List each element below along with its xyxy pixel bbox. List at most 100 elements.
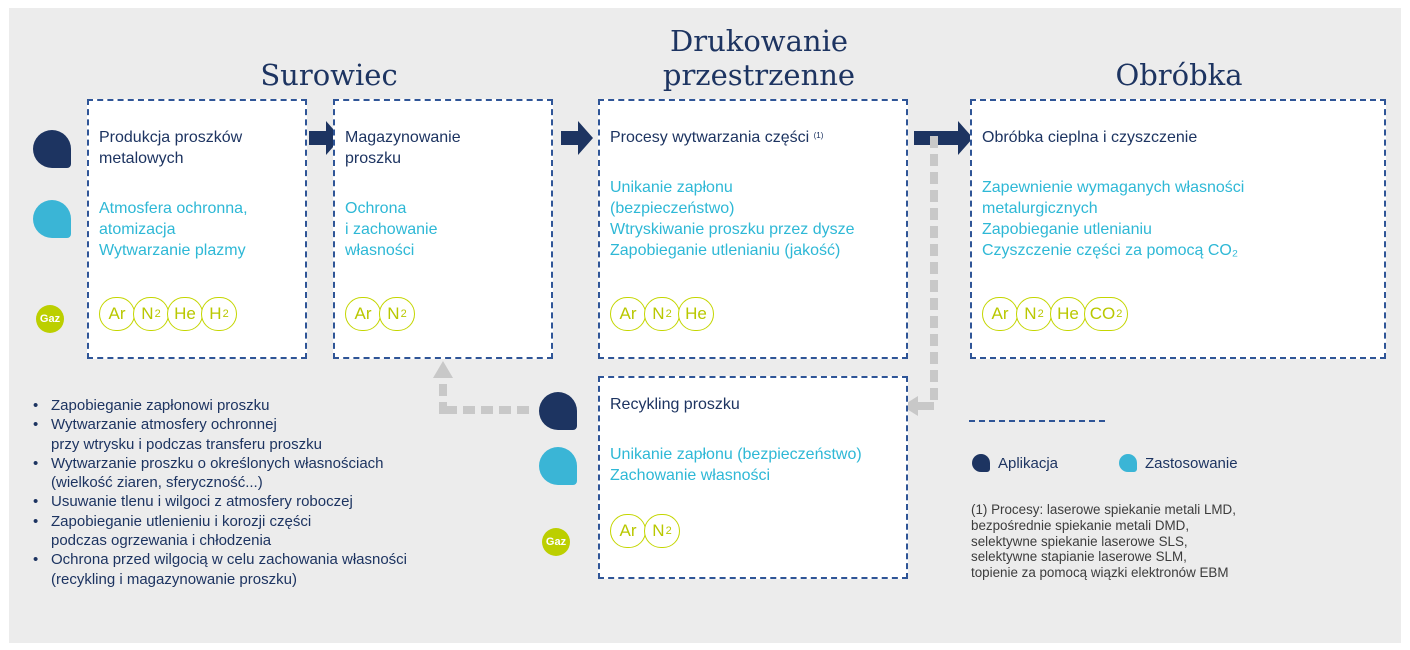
benefits-list: Zapobieganie zapłonowi proszku Wytwarzan… bbox=[33, 396, 533, 589]
heading-drukowanie: Drukowanie przestrzenne bbox=[629, 24, 889, 92]
heading-drukowanie-line2: przestrzenne bbox=[662, 58, 856, 92]
gas-subscript: 2 bbox=[665, 525, 672, 537]
gas-pill-he: He bbox=[167, 297, 203, 331]
box-title-line1: Magazynowanie bbox=[345, 129, 461, 146]
gas-subscript: 2 bbox=[400, 308, 407, 320]
box-uses: Ochrona i zachowanie własności bbox=[345, 198, 438, 261]
use-line: Unikanie zapłonu (bezpieczeństwo) bbox=[610, 446, 862, 463]
gas-symbol: Ar bbox=[108, 304, 126, 323]
use-line: i zachowanie bbox=[345, 221, 438, 238]
box-recykling-proszku: Recykling proszku Unikanie zapłonu (bezp… bbox=[598, 376, 908, 579]
heading-surowiec: Surowiec bbox=[260, 58, 398, 92]
gas-subscript: 2 bbox=[665, 308, 672, 320]
gas-pill-he: He bbox=[678, 297, 714, 331]
gas-symbol: N bbox=[141, 304, 154, 323]
use-line: Zapewnienie wymaganych własności bbox=[982, 179, 1245, 196]
use-line: Czyszczenie części za pomocą CO₂ bbox=[982, 242, 1239, 259]
recycle-arrow-up-head bbox=[433, 361, 453, 378]
gas-symbol: He bbox=[685, 304, 707, 323]
box-procesy-wytwarzania: Procesy wytwarzania części (1) Unikanie … bbox=[598, 99, 908, 359]
gaz-icon: Gaz bbox=[36, 305, 64, 333]
box-produkcja-proszkow: Produkcja proszków metalowych Atmosfera … bbox=[87, 99, 307, 359]
gas-symbol: Ar bbox=[619, 304, 637, 323]
use-line: (bezpieczeństwo) bbox=[610, 200, 735, 217]
gaz-icon: Gaz bbox=[542, 528, 570, 556]
box-title: Magazynowanie proszku bbox=[345, 127, 461, 169]
gas-symbol: Ar bbox=[354, 304, 372, 323]
footnote: (1) Procesy: laserowe spiekanie metali L… bbox=[971, 502, 1236, 581]
recycle-arrow-in-head bbox=[902, 396, 918, 416]
box-uses: Zapewnienie wymaganych własności metalur… bbox=[982, 177, 1244, 261]
list-item-text: Wytwarzanie proszku o określonych własno… bbox=[51, 454, 384, 492]
gas-symbol: Ar bbox=[991, 304, 1009, 323]
zastosowanie-drop-icon bbox=[33, 200, 71, 238]
legend-zastosowanie-label: Zastosowanie bbox=[1145, 454, 1238, 472]
box-title-line2: proszku bbox=[345, 150, 402, 167]
heading-drukowanie-line1: Drukowanie bbox=[669, 24, 849, 58]
flow-arrow-3 bbox=[914, 121, 973, 155]
box-magazynowanie-proszku: Magazynowanie proszku Ochrona i zachowan… bbox=[333, 99, 553, 359]
gas-symbol: He bbox=[174, 304, 196, 323]
use-line: Wytwarzanie plazmy bbox=[99, 242, 246, 259]
gas-pill-ar: Ar bbox=[610, 514, 646, 548]
list-item: Zapobieganie zapłonowi proszku bbox=[33, 396, 533, 416]
gas-symbol: H bbox=[209, 304, 222, 323]
list-item-text: Wytwarzanie atmosfery ochronnej przy wtr… bbox=[51, 416, 322, 453]
gas-symbol: CO bbox=[1089, 304, 1116, 323]
gas-symbol: N bbox=[387, 304, 400, 323]
gas-symbol: Ar bbox=[619, 521, 637, 540]
diagram-canvas: Surowiec Drukowanie przestrzenne Obróbka… bbox=[9, 8, 1401, 643]
footnote-mark: (1) bbox=[813, 131, 824, 140]
aplikacja-drop-icon bbox=[539, 392, 577, 430]
gas-subscript: 2 bbox=[154, 308, 161, 320]
gas-symbol: He bbox=[1057, 304, 1079, 323]
gas-subscript: 2 bbox=[1037, 308, 1044, 320]
heading-obrobka: Obróbka bbox=[1115, 58, 1243, 92]
flow-arrow-2 bbox=[561, 121, 593, 155]
list-item: Ochrona przed wilgocią w celu zachowania… bbox=[33, 550, 533, 589]
box-uses: Atmosfera ochronna, atomizacja Wytwarzan… bbox=[99, 198, 248, 261]
list-item: Zapobieganie utlenieniu i korozji części… bbox=[33, 512, 533, 551]
use-line: Atmosfera ochronna, bbox=[99, 200, 248, 217]
list-item-text: Usuwanie tlenu i wilgoci z atmosfery rob… bbox=[51, 493, 353, 511]
use-line: Wtryskiwanie proszku przez dysze bbox=[610, 221, 855, 238]
gas-pill-ar: Ar bbox=[610, 297, 646, 331]
zastosowanie-drop-icon bbox=[539, 447, 577, 485]
use-line: Zapobieganie utlenianiu (jakość) bbox=[610, 242, 841, 259]
gas-symbol: N bbox=[652, 304, 665, 323]
box-title: Procesy wytwarzania części (1) bbox=[610, 127, 823, 148]
legend-aplikacja-label: Aplikacja bbox=[998, 454, 1059, 472]
box-title: Obróbka cieplna i czyszczenie bbox=[982, 129, 1198, 146]
box-title: Produkcja proszków metalowych bbox=[99, 127, 242, 169]
use-line: Zapobieganie utlenianiu bbox=[982, 221, 1152, 238]
list-item-text: Zapobieganie utlenieniu i korozji części… bbox=[51, 512, 312, 550]
use-line: Zachowanie własności bbox=[610, 467, 771, 484]
zastosowanie-legend-icon bbox=[1119, 454, 1137, 472]
list-item-text: Ochrona przed wilgocią w celu zachowania… bbox=[51, 551, 408, 588]
list-item: Wytwarzanie proszku o określonych własno… bbox=[33, 454, 533, 493]
gas-symbol: N bbox=[1024, 304, 1037, 323]
use-line: atomizacja bbox=[99, 221, 176, 238]
list-item-text: Zapobieganie zapłonowi proszku bbox=[51, 397, 270, 414]
use-line: Unikanie zapłonu bbox=[610, 179, 733, 196]
box-title: Recykling proszku bbox=[610, 396, 740, 413]
gas-subscript: 2 bbox=[222, 308, 229, 320]
box-title-line2: metalowych bbox=[99, 150, 184, 167]
box-title-text: Procesy wytwarzania części bbox=[610, 129, 810, 146]
gas-subscript: 2 bbox=[1116, 308, 1123, 320]
gas-symbol: N bbox=[652, 521, 665, 540]
use-line: metalurgicznych bbox=[982, 200, 1098, 217]
box-uses: Unikanie zapłonu (bezpieczeństwo) Wtrysk… bbox=[610, 177, 855, 261]
list-item: Usuwanie tlenu i wilgoci z atmosfery rob… bbox=[33, 492, 533, 512]
legend-aplikacja: Aplikacja bbox=[972, 454, 1058, 472]
